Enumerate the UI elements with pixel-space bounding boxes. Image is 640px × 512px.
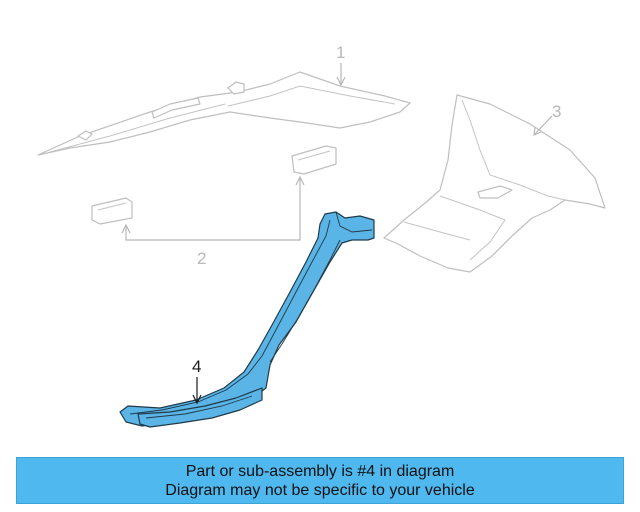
svg-text:3: 3 xyxy=(552,102,561,121)
headliner-part-1 xyxy=(37,71,411,156)
callout-2: 2 xyxy=(121,175,305,268)
callout-1: 1 xyxy=(336,43,346,87)
svg-text:1: 1 xyxy=(336,43,345,62)
callout-3: 3 xyxy=(533,102,561,136)
quarter-trim-part-3 xyxy=(383,94,606,273)
banner-line-disclaimer: Diagram may not be specific to your vehi… xyxy=(165,481,475,499)
banner-line-part: Part or sub-assembly is #4 in diagram xyxy=(185,462,455,480)
svg-text:2: 2 xyxy=(197,249,206,268)
pillar-trim-part-4 xyxy=(119,211,375,428)
part-info-banner: Part or sub-assembly is #4 in diagram Di… xyxy=(16,457,624,504)
sunvisor-part-2 xyxy=(91,145,337,225)
callout-4: 4 xyxy=(192,357,202,405)
parts-diagram: 1 2 3 4 xyxy=(37,43,606,428)
svg-text:4: 4 xyxy=(192,357,201,376)
